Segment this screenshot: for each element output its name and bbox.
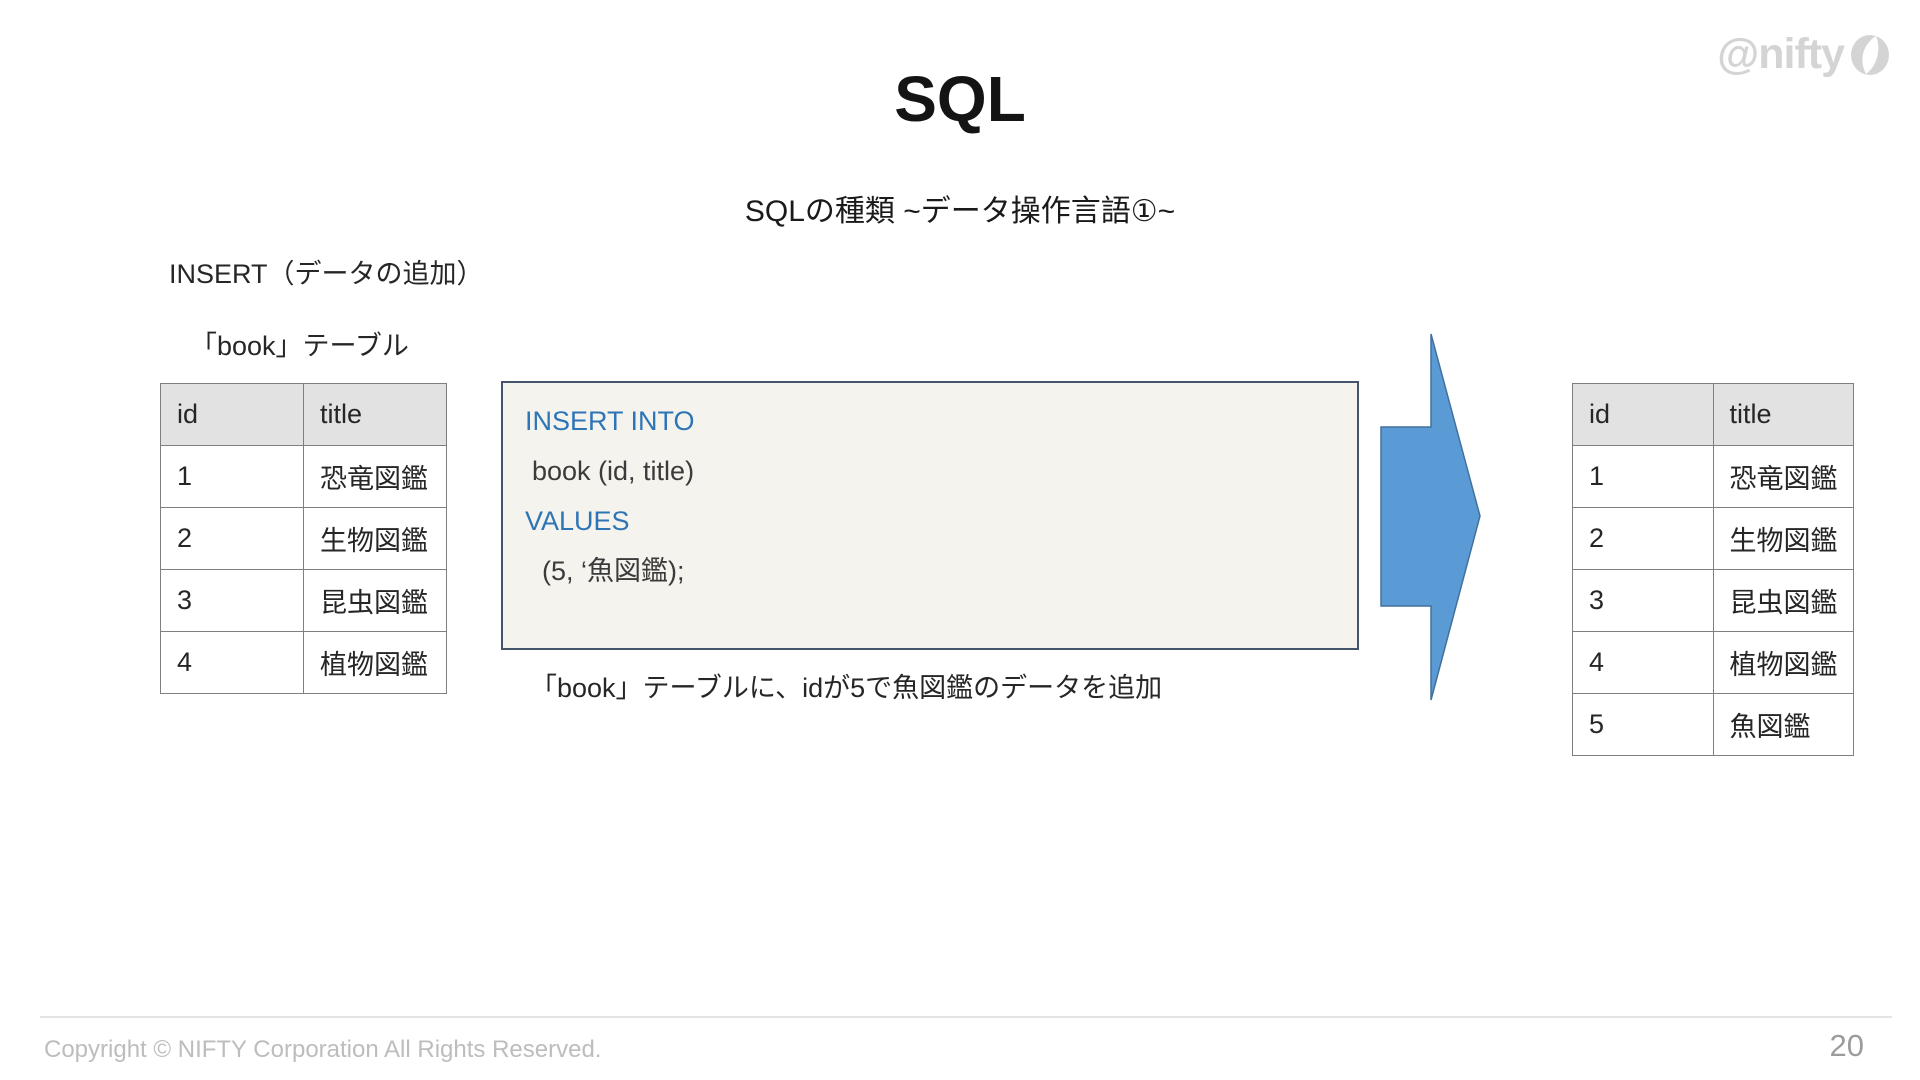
cell: 4 — [1572, 631, 1714, 694]
cell: 昆虫図鑑 — [1712, 569, 1854, 632]
header-cell: id — [1572, 383, 1714, 446]
cell: 1 — [160, 445, 304, 508]
cell: 1 — [1572, 445, 1714, 508]
header-cell: title — [1712, 383, 1854, 446]
copyright-text: Copyright © NIFTY Corporation All Rights… — [44, 1036, 602, 1063]
cell: 植物図鑑 — [303, 631, 447, 694]
section-label: INSERT（データの追加） — [169, 259, 484, 289]
page-number: 20 — [1829, 1028, 1864, 1063]
footer-divider — [40, 1016, 1892, 1018]
subtitle: SQLの種類 ~データ操作言語①~ — [744, 195, 1176, 228]
cell: 恐竜図鑑 — [303, 445, 447, 508]
cell: 4 — [160, 631, 304, 694]
cell: 2 — [160, 507, 304, 570]
nifty-logo-text: @nifty — [1717, 30, 1845, 78]
cell: 2 — [1572, 507, 1714, 570]
code-line: INSERT INTO — [525, 406, 695, 436]
code-line: (5, ‘魚図鑑); — [542, 556, 685, 586]
cell: 昆虫図鑑 — [303, 569, 447, 632]
cell: 恐竜図鑑 — [1712, 445, 1854, 508]
page-title: SQL — [894, 63, 1026, 135]
cell: 魚図鑑 — [1712, 693, 1854, 756]
cell: 生物図鑑 — [1712, 507, 1854, 570]
sql-code-box: INSERT INTO book (id, title) VALUES (5, ‘魚図… — [501, 381, 1359, 650]
cell: 3 — [160, 569, 304, 632]
right-arrow-icon — [1380, 333, 1481, 701]
code-caption: 「book」テーブルに、idが5で魚図鑑のデータを追加 — [530, 673, 1163, 703]
cell: 5 — [1572, 693, 1714, 756]
nifty-logo: @nifty — [1717, 30, 1892, 79]
nifty-sphere-icon — [1851, 34, 1889, 75]
cell: 植物図鑑 — [1712, 631, 1854, 694]
code-line: VALUES — [525, 506, 630, 536]
code-line: book (id, title) — [532, 456, 695, 486]
cell: 3 — [1572, 569, 1714, 632]
cell: 生物図鑑 — [303, 507, 447, 570]
header-cell: id — [160, 383, 304, 446]
before-table-label: 「book」テーブル — [190, 331, 409, 361]
header-cell: title — [303, 383, 447, 446]
